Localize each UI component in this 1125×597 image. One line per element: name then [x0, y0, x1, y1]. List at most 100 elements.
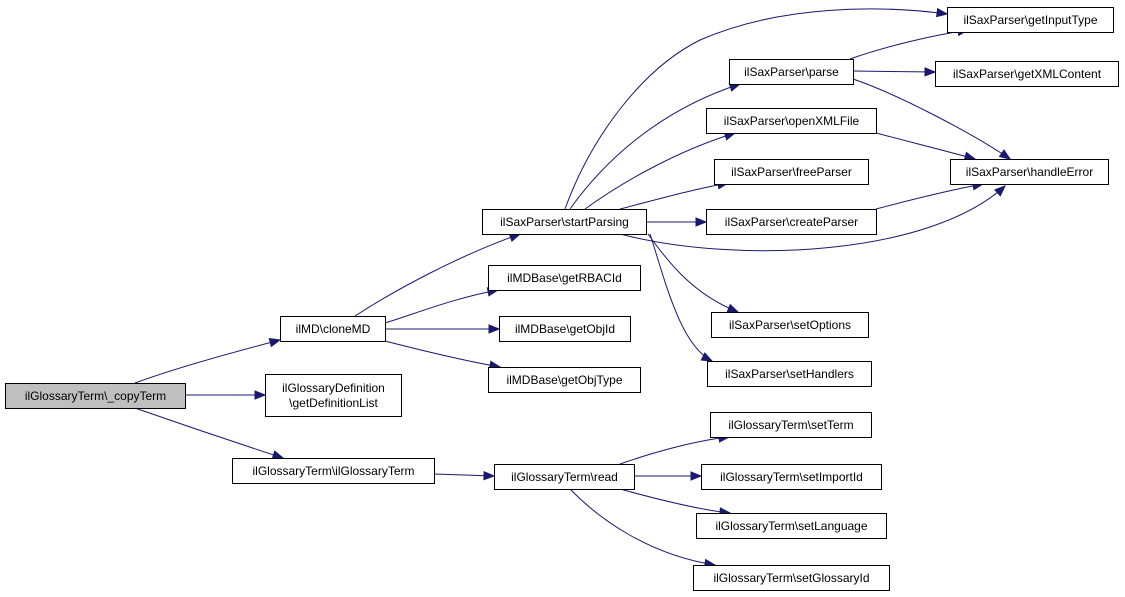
node-label: ilMDBase\getObjType: [506, 373, 622, 387]
node-box: [729, 59, 854, 85]
edge-startParsing-to-getInputType: [564, 7, 949, 210]
edge-line: [134, 407, 284, 459]
edge-startParsing-to-freeParser: [619, 180, 730, 210]
node-label: ilGlossaryDefinition: [282, 381, 385, 395]
edge-read-to-setImportId: [634, 471, 703, 481]
node-label: ilGlossaryTerm\read: [511, 470, 618, 484]
node-box: [950, 159, 1109, 185]
node-box: [710, 412, 872, 438]
edge-read-to-setGlossaryId: [569, 488, 717, 569]
arrowhead-icon: [483, 470, 496, 481]
node-label: ilSaxParser\parse: [744, 65, 839, 79]
node-setOptions[interactable]: ilSaxParser\setOptions: [711, 312, 869, 338]
arrowhead-icon: [998, 149, 1012, 160]
node-handleError[interactable]: ilSaxParser\handleError: [950, 159, 1109, 185]
arrowhead-icon: [936, 7, 949, 18]
node-parse[interactable]: ilSaxParser\parse: [729, 59, 854, 85]
edge-line: [647, 233, 739, 313]
edge-line: [649, 233, 713, 362]
node-box: [232, 458, 435, 484]
node-box: [693, 565, 890, 591]
node-getObjType[interactable]: ilMDBase\getObjType: [488, 367, 641, 393]
edge-line: [384, 340, 501, 368]
edge-startParsing-to-createParser: [646, 217, 708, 227]
edge-copyTerm-to-getDefinitionList: [185, 390, 267, 400]
arrowhead-icon: [271, 450, 285, 460]
node-getInputType[interactable]: ilSaxParser\getInputType: [947, 7, 1114, 33]
edge-line: [619, 436, 730, 465]
node-setHandlers[interactable]: ilSaxParser\setHandlers: [707, 361, 872, 387]
edge-line: [852, 78, 1011, 160]
edge-line: [619, 488, 731, 514]
edge-copyTerm-to-ilGlossaryTermCtor: [134, 407, 285, 460]
node-label: ilGlossaryTerm\ilGlossaryTerm: [252, 464, 414, 478]
node-label: ilMD\cloneMD: [296, 322, 371, 336]
node-setLanguage[interactable]: ilGlossaryTerm\setLanguage: [696, 513, 887, 539]
node-label: ilSaxParser\getInputType: [963, 13, 1097, 27]
node-box: [488, 367, 641, 393]
node-label: ilSaxParser\setOptions: [729, 318, 851, 332]
node-box: [706, 108, 877, 134]
edge-cloneMD-to-getObjType: [384, 340, 502, 370]
edge-line: [852, 70, 936, 73]
node-label: ilMDBase\getRBACId: [507, 271, 622, 285]
node-box: [706, 209, 877, 235]
node-openXMLFile[interactable]: ilSaxParser\openXMLFile: [706, 108, 877, 134]
edge-parse-to-getXMLContent: [852, 67, 937, 77]
edge-ilGlossaryTermCtor-to-read: [433, 470, 496, 481]
arrowhead-icon: [994, 185, 1006, 197]
node-setGlossaryId[interactable]: ilGlossaryTerm\setGlossaryId: [693, 565, 890, 591]
node-label: ilGlossaryTerm\setGlossaryId: [713, 571, 869, 585]
node-getDefinitionList[interactable]: ilGlossaryDefinition\getDefinitionList: [265, 374, 402, 417]
node-setTerm[interactable]: ilGlossaryTerm\setTerm: [710, 412, 872, 438]
edge-line: [875, 183, 984, 210]
node-createParser[interactable]: ilSaxParser\createParser: [706, 209, 877, 235]
arrowhead-icon: [726, 303, 740, 313]
edge-line: [134, 339, 281, 384]
arrowhead-icon: [924, 67, 937, 77]
arrowhead-icon: [695, 217, 708, 227]
edge-line: [564, 8, 948, 210]
edge-startParsing-to-setHandlers: [649, 233, 714, 362]
edge-line: [584, 132, 736, 210]
node-label: ilSaxParser\setHandlers: [725, 367, 854, 381]
edge-read-to-setTerm: [619, 433, 731, 465]
node-freeParser[interactable]: ilSaxParser\freeParser: [714, 159, 869, 185]
node-box: [711, 312, 869, 338]
node-box: [701, 464, 882, 490]
node-label: ilMDBase\getObjId: [515, 322, 615, 336]
node-box: [494, 464, 635, 490]
edge-line: [619, 182, 729, 210]
node-getRBACId[interactable]: ilMDBase\getRBACId: [488, 265, 641, 291]
arrowhead-icon: [268, 338, 282, 348]
node-cloneMD[interactable]: ilMD\cloneMD: [280, 316, 386, 342]
node-label: ilSaxParser\getXMLContent: [953, 67, 1102, 81]
node-label: ilGlossaryTerm\setImportId: [720, 470, 863, 484]
node-box: [265, 374, 402, 417]
node-getXMLContent[interactable]: ilSaxParser\getXMLContent: [935, 61, 1119, 87]
node-box: [499, 316, 631, 342]
node-box: [714, 159, 869, 185]
edge-line: [849, 29, 969, 60]
edge-startParsing-to-handleError: [619, 185, 1006, 252]
node-getObjId[interactable]: ilMDBase\getObjId: [499, 316, 631, 342]
node-label: ilSaxParser\startParsing: [500, 215, 629, 229]
node-ilGlossaryTermCtor[interactable]: ilGlossaryTerm\ilGlossaryTerm: [232, 458, 435, 484]
edge-cloneMD-to-getRBACId: [384, 287, 500, 324]
node-read[interactable]: ilGlossaryTerm\read: [494, 464, 635, 490]
edge-createParser-to-handleError: [875, 181, 985, 210]
node-label: ilGlossaryTerm\setLanguage: [715, 519, 867, 533]
nodes-layer: ilGlossaryTerm\_copyTerm ilMD\cloneMD ilGl…: [5, 7, 1119, 591]
node-copyTerm[interactable]: ilGlossaryTerm\_copyTerm: [5, 383, 186, 409]
node-label: ilGlossaryTerm\setTerm: [728, 418, 853, 432]
node-label: ilSaxParser\handleError: [966, 165, 1093, 179]
edge-line: [569, 488, 716, 566]
node-label: ilSaxParser\freeParser: [731, 165, 852, 179]
edge-cloneMD-to-getObjId: [385, 324, 501, 334]
edge-parse-to-handleError: [852, 78, 1012, 160]
node-box: [488, 265, 641, 291]
edge-line: [875, 132, 976, 160]
edge-read-to-setLanguage: [619, 488, 732, 517]
node-startParsing[interactable]: ilSaxParser\startParsing: [482, 209, 647, 235]
node-setImportId[interactable]: ilGlossaryTerm\setImportId: [701, 464, 882, 490]
